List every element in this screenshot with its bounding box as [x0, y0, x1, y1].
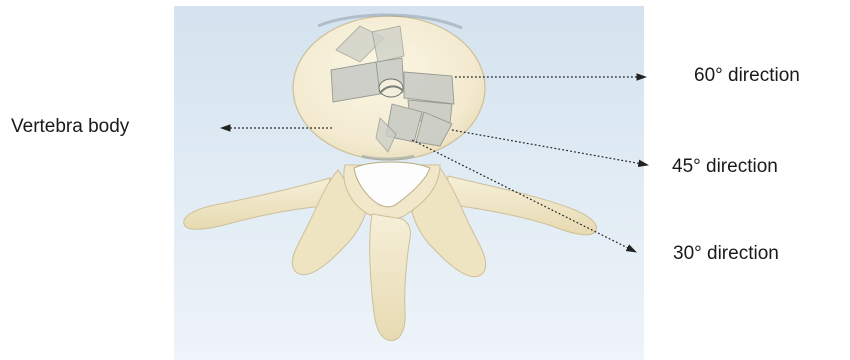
label-30-direction: 30° direction [673, 243, 779, 265]
label-vertebra-body: Vertebra body [11, 116, 129, 138]
label-45-direction: 45° direction [672, 156, 778, 178]
spinous-process [370, 214, 411, 340]
label-60-direction: 60° direction [694, 65, 800, 87]
implant-segment [404, 72, 454, 104]
implant-segment [372, 26, 404, 62]
